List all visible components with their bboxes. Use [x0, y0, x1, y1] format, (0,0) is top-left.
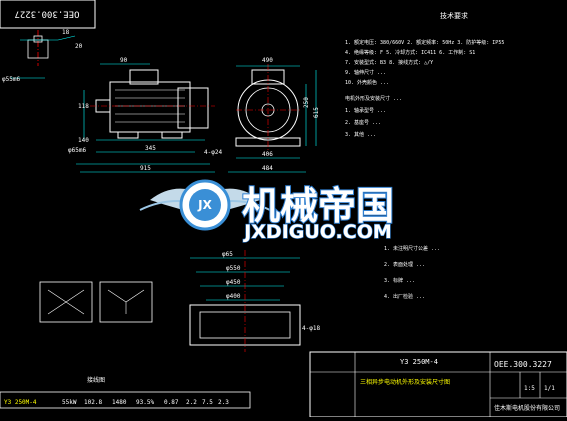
parameter-table: Y3 250M-4 55kW 102.8 1480 93.5% 0.87 2.2…	[0, 391, 251, 409]
tech-note-2: 3. 标牌 ...	[384, 277, 415, 284]
flange-view: φ65 φ550 φ450 φ400 4-φ18	[189, 250, 320, 352]
motor-front-view: 490 406 484 250 615 4-φ24	[204, 57, 320, 173]
side-dim-2: 345	[145, 145, 156, 152]
drawing-code-titleblock: OEE.300.3227	[494, 360, 552, 369]
tech-line-1: 4. 绝缘等级: F 5. 冷却方式: IC411 6. 工作制: S1	[345, 49, 475, 56]
titleblock-desc: 三相异步电动机外形及安装尺寸图	[360, 378, 450, 386]
titleblock-sheet: 1/1	[544, 385, 555, 392]
side-dim-6: 118	[78, 103, 89, 110]
shaft-end-view: 18 φ55m6 20	[2, 29, 83, 83]
shaft-dim-top: 18	[62, 29, 70, 36]
front-dim-w1: 490	[262, 57, 273, 64]
tech-note-3: 4. 出厂检验 ...	[384, 293, 425, 300]
table-val-1: 55kW	[62, 399, 77, 406]
flange-dim-c: φ450	[226, 279, 241, 286]
table-val-7: 7.5	[202, 399, 213, 406]
flange-dim-d: φ400	[226, 293, 241, 300]
watermark-en: JXDIGUO.COM	[242, 221, 392, 243]
table-val-0: Y3 250M-4	[4, 399, 37, 406]
table-val-3: 1480	[112, 399, 127, 406]
shaft-dim-left: φ55m6	[2, 76, 20, 83]
wiring-diagram: 接线图	[39, 281, 153, 384]
drawing-code-box: OEE.300.3227	[0, 0, 96, 29]
tech-line-2: 7. 安装型式: B3 8. 接线方式: △/Y	[345, 59, 433, 66]
table-val-8: 2.3	[218, 399, 229, 406]
tech-line-8: 3. 其他 ...	[345, 131, 376, 138]
watermark-logo: JX 机械帝国 JXDIGUO.COM	[139, 179, 395, 244]
tech-line-3: 9. 轴伸尺寸 ...	[345, 69, 386, 76]
shaft-dim-right: 20	[75, 43, 83, 50]
titleblock-company: 佳木斯电机股份有限公司	[494, 404, 560, 412]
tech-line-5: 电机外形及安装尺寸 ...	[345, 95, 402, 102]
watermark-cn: 机械帝国	[242, 184, 394, 228]
motor-side-view: 90 345 915 140 φ65m6 118	[68, 57, 215, 173]
titleblock-scale: 1:5	[524, 385, 535, 392]
title-block: Y3 250M-4 三相异步电动机外形及安装尺寸图 OEE.300.3227 1…	[309, 351, 567, 418]
front-dim-h1: 250	[303, 97, 310, 108]
side-dim-5: φ65m6	[68, 147, 86, 154]
tech-line-0: 1. 额定电压: 380/660V 2. 额定频率: 50Hz 3. 防护等级:…	[345, 39, 504, 46]
titleblock-model: Y3 250M-4	[400, 358, 438, 366]
tech-requirements: 技术要求 1. 额定电压: 380/660V 2. 额定频率: 50Hz 3. …	[345, 11, 504, 138]
flange-dim-a: φ65	[222, 251, 233, 258]
watermark-badge: JX	[197, 198, 212, 212]
side-dim-1: 90	[120, 57, 128, 64]
side-dim-3: 915	[140, 165, 151, 172]
front-dim-w3: 484	[262, 165, 273, 172]
wiring-title: 接线图	[87, 376, 105, 384]
tech-notes-2: 1. 未注明尺寸公差 ... 2. 表面处理 ... 3. 标牌 ... 4. …	[384, 245, 440, 300]
tech-line-6: 1. 轴承型号 ...	[345, 107, 386, 114]
front-dim-h2: 615	[313, 107, 320, 118]
tech-line-7: 2. 基座号 ...	[345, 119, 381, 126]
table-val-4: 93.5%	[136, 399, 154, 406]
flange-dim-b: φ550	[226, 265, 241, 272]
table-val-5: 0.87	[164, 399, 179, 406]
flange-dim-e: 4-φ18	[302, 325, 320, 332]
tech-title: 技术要求	[440, 11, 468, 20]
table-val-6: 2.2	[186, 399, 197, 406]
front-dim-w2: 406	[262, 151, 273, 158]
tech-note-1: 2. 表面处理 ...	[384, 261, 425, 268]
front-dim-h3: 4-φ24	[204, 149, 222, 156]
side-dim-4: 140	[78, 137, 89, 144]
tech-note-0: 1. 未注明尺寸公差 ...	[384, 245, 440, 252]
table-val-2: 102.8	[84, 399, 102, 406]
tech-line-4: 10. 外壳颜色 ...	[345, 79, 389, 86]
drawing-code-top: OEE.300.3227	[14, 9, 79, 19]
